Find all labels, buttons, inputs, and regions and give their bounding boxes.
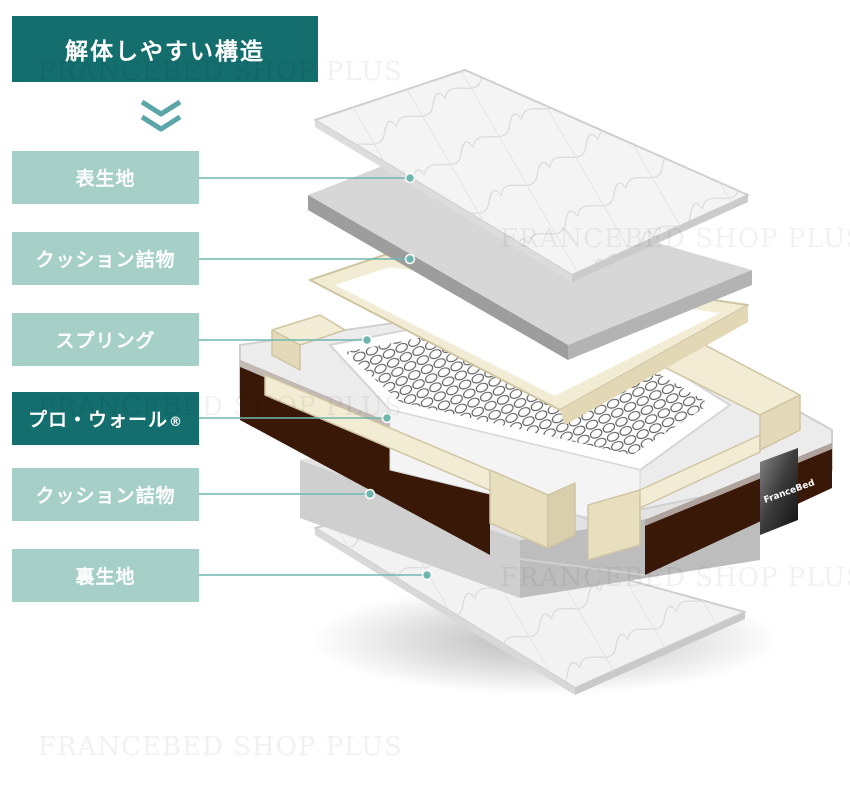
label-pro-wall-text: プロ・ウォール	[27, 409, 168, 431]
leader-lines	[199, 172, 433, 581]
section-title: 解体しやすい構造	[12, 16, 318, 82]
label-bottom-cushion-filling: クッション詰物	[12, 468, 199, 521]
top-fabric-layer	[314, 69, 749, 282]
label-pro-wall: プロ・ウォール®	[12, 392, 199, 445]
label-top-cushion-filling: クッション詰物	[12, 232, 199, 285]
double-chevron-down-icon	[140, 99, 182, 132]
label-top-fabric: 表生地	[12, 151, 199, 204]
registered-mark: ®	[169, 415, 183, 430]
label-spring: スプリング	[12, 313, 199, 366]
label-bottom-fabric: 裏生地	[12, 549, 199, 602]
